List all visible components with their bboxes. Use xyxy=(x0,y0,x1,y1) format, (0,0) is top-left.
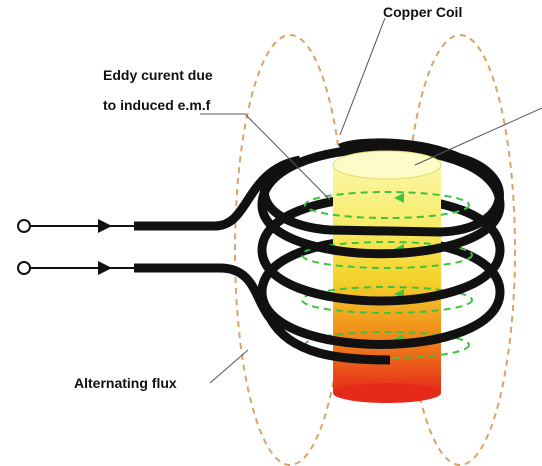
label-eddy-line2: to induced e.m.f xyxy=(103,97,211,113)
leader-core xyxy=(414,107,542,166)
lead-wire-top xyxy=(17,155,301,233)
leader-alternating-flux xyxy=(209,349,249,384)
terminal-bottom xyxy=(17,261,31,275)
metal-core xyxy=(332,150,442,403)
terminal-top xyxy=(17,219,31,233)
core-bottom xyxy=(333,383,441,403)
leader-lines xyxy=(200,17,542,384)
label-copper-coil: Copper Coil xyxy=(383,4,462,20)
label-alternating-flux: Alternating flux xyxy=(74,375,177,391)
label-eddy-line1: Eddy curent due xyxy=(103,67,213,83)
coil-front-segments xyxy=(257,138,505,365)
leader-copper-coil xyxy=(339,17,386,136)
lead-wire-bottom xyxy=(17,261,274,321)
core-top xyxy=(332,150,442,180)
